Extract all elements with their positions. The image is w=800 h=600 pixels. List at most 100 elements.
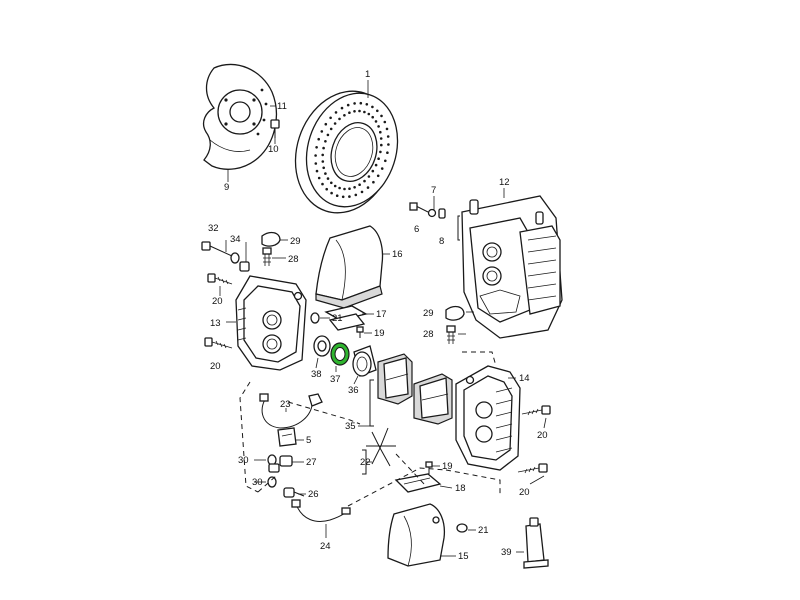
callout-14: 14 bbox=[519, 373, 530, 384]
callout-11: 11 bbox=[277, 101, 287, 112]
disc-hole bbox=[324, 122, 328, 126]
disc-hole bbox=[367, 175, 371, 178]
callout-13: 13 bbox=[210, 318, 221, 329]
grease-tube-part-39[interactable] bbox=[523, 517, 549, 569]
plug-part-8[interactable] bbox=[438, 208, 446, 219]
callout-19: 19 bbox=[374, 328, 385, 339]
disc-hole bbox=[341, 195, 345, 199]
disc-hole bbox=[386, 135, 390, 138]
callout-7: 7 bbox=[431, 185, 436, 196]
callout-28-right: 28 bbox=[423, 329, 434, 340]
brake-disc-part-1[interactable] bbox=[280, 78, 412, 226]
disc-hole bbox=[380, 114, 383, 118]
bracket-part-5[interactable] bbox=[277, 427, 297, 447]
caliper-part-12[interactable] bbox=[461, 195, 563, 339]
callout-10: 10 bbox=[268, 144, 279, 155]
disc-hole bbox=[315, 169, 319, 173]
disc-hole bbox=[377, 157, 380, 160]
disc-hole bbox=[379, 130, 382, 134]
cover-part-16[interactable] bbox=[315, 225, 384, 309]
caliper-half-part-13[interactable] bbox=[235, 275, 307, 371]
seal-part-37[interactable] bbox=[330, 342, 350, 366]
disc-hole bbox=[324, 140, 327, 143]
fitting-part-27[interactable] bbox=[268, 455, 293, 473]
disc-hole bbox=[324, 172, 327, 175]
disc-hole bbox=[380, 167, 384, 170]
spring-part-22[interactable] bbox=[366, 427, 396, 467]
callout-37: 37 bbox=[330, 374, 341, 385]
callout-labels: 1 7 6 8 9 10 11 12 16 17 19 32 34 29 28 … bbox=[208, 69, 548, 562]
disc-hole bbox=[317, 176, 321, 180]
screw-part-19-top[interactable] bbox=[356, 326, 364, 338]
disc-hole bbox=[376, 109, 379, 113]
disc-hole bbox=[329, 127, 333, 131]
disc-hole bbox=[384, 159, 387, 163]
callout-38: 38 bbox=[311, 369, 322, 380]
disc-hole bbox=[338, 186, 341, 190]
bolt-part-20-lower-right[interactable] bbox=[517, 463, 548, 474]
callout-19-lower: 19 bbox=[442, 461, 453, 472]
bolt-part-20-lower-left[interactable] bbox=[204, 337, 233, 349]
disc-hole bbox=[380, 143, 383, 147]
brake-pad-part-35-outer[interactable] bbox=[413, 373, 453, 425]
disc-hole bbox=[358, 109, 361, 113]
disc-hole bbox=[334, 111, 338, 114]
callout-27: 27 bbox=[306, 457, 317, 468]
callout-20-upper-left: 20 bbox=[212, 296, 223, 307]
bleeder-valve-part-28-right[interactable] bbox=[446, 325, 456, 344]
dust-shield-part-9[interactable] bbox=[202, 63, 278, 170]
disc-hole bbox=[329, 116, 332, 120]
disc-hole bbox=[315, 146, 318, 149]
washer-part-30-lower[interactable] bbox=[267, 476, 277, 488]
washer-part-21-left[interactable] bbox=[310, 312, 320, 324]
disc-hole bbox=[322, 166, 326, 170]
screw-part-10[interactable] bbox=[270, 119, 280, 138]
screw-part-19-lower[interactable] bbox=[425, 461, 433, 474]
washer-part-7[interactable] bbox=[427, 208, 437, 218]
disc-hole bbox=[371, 115, 375, 119]
clip-part-18[interactable] bbox=[394, 473, 442, 493]
disc-hole bbox=[333, 122, 337, 125]
callout-20-lower-right: 20 bbox=[519, 487, 530, 498]
washer-part-34[interactable] bbox=[230, 252, 240, 264]
disc-hole bbox=[371, 105, 374, 109]
disc-hole bbox=[338, 117, 341, 121]
disc-hole bbox=[330, 181, 333, 185]
washer-part-21-lower[interactable] bbox=[456, 523, 468, 533]
cover-part-15[interactable] bbox=[387, 503, 446, 567]
disc-hole bbox=[367, 112, 371, 116]
disc-hole bbox=[374, 120, 378, 123]
nut-part-34b[interactable] bbox=[239, 261, 250, 272]
disc-hole bbox=[348, 187, 351, 190]
disc-hole bbox=[371, 169, 375, 173]
callout-21-left: 21 bbox=[332, 313, 343, 324]
bolt-part-20-upper-left[interactable] bbox=[207, 273, 233, 285]
piston-part-36[interactable] bbox=[352, 345, 377, 377]
brake-line-part-24[interactable] bbox=[291, 499, 351, 522]
disc-hole bbox=[317, 137, 321, 141]
disc-hole bbox=[359, 101, 363, 105]
fitting-part-26[interactable] bbox=[283, 487, 305, 498]
bleeder-valve-part-28-left[interactable] bbox=[262, 247, 272, 266]
disc-hole bbox=[372, 180, 375, 184]
callout-20-lower-left: 20 bbox=[210, 361, 221, 372]
callout-24: 24 bbox=[320, 541, 331, 552]
disc-hole bbox=[366, 186, 370, 189]
disc-hole bbox=[348, 111, 351, 114]
bolt-part-20-upper-right[interactable] bbox=[521, 405, 551, 416]
caliper-half-part-14[interactable] bbox=[455, 365, 521, 471]
disc-hole bbox=[320, 130, 324, 133]
disc-hole bbox=[358, 183, 361, 186]
seal-part-38[interactable] bbox=[313, 335, 331, 357]
callout-23: 23 bbox=[280, 399, 291, 410]
bleeder-cap-part-29-right[interactable] bbox=[445, 305, 465, 321]
bolt-part-6[interactable] bbox=[409, 202, 429, 213]
callout-30-lower: 30 bbox=[252, 477, 263, 488]
disc-hole bbox=[363, 179, 366, 183]
bleeder-cap-part-29-left[interactable] bbox=[261, 231, 281, 247]
brake-pad-part-35-inner[interactable] bbox=[377, 353, 413, 405]
brake-hose-part-23[interactable] bbox=[259, 393, 323, 429]
disc-hole bbox=[360, 190, 364, 194]
bolt-part-32[interactable] bbox=[201, 241, 233, 257]
disc-hole bbox=[365, 103, 369, 106]
